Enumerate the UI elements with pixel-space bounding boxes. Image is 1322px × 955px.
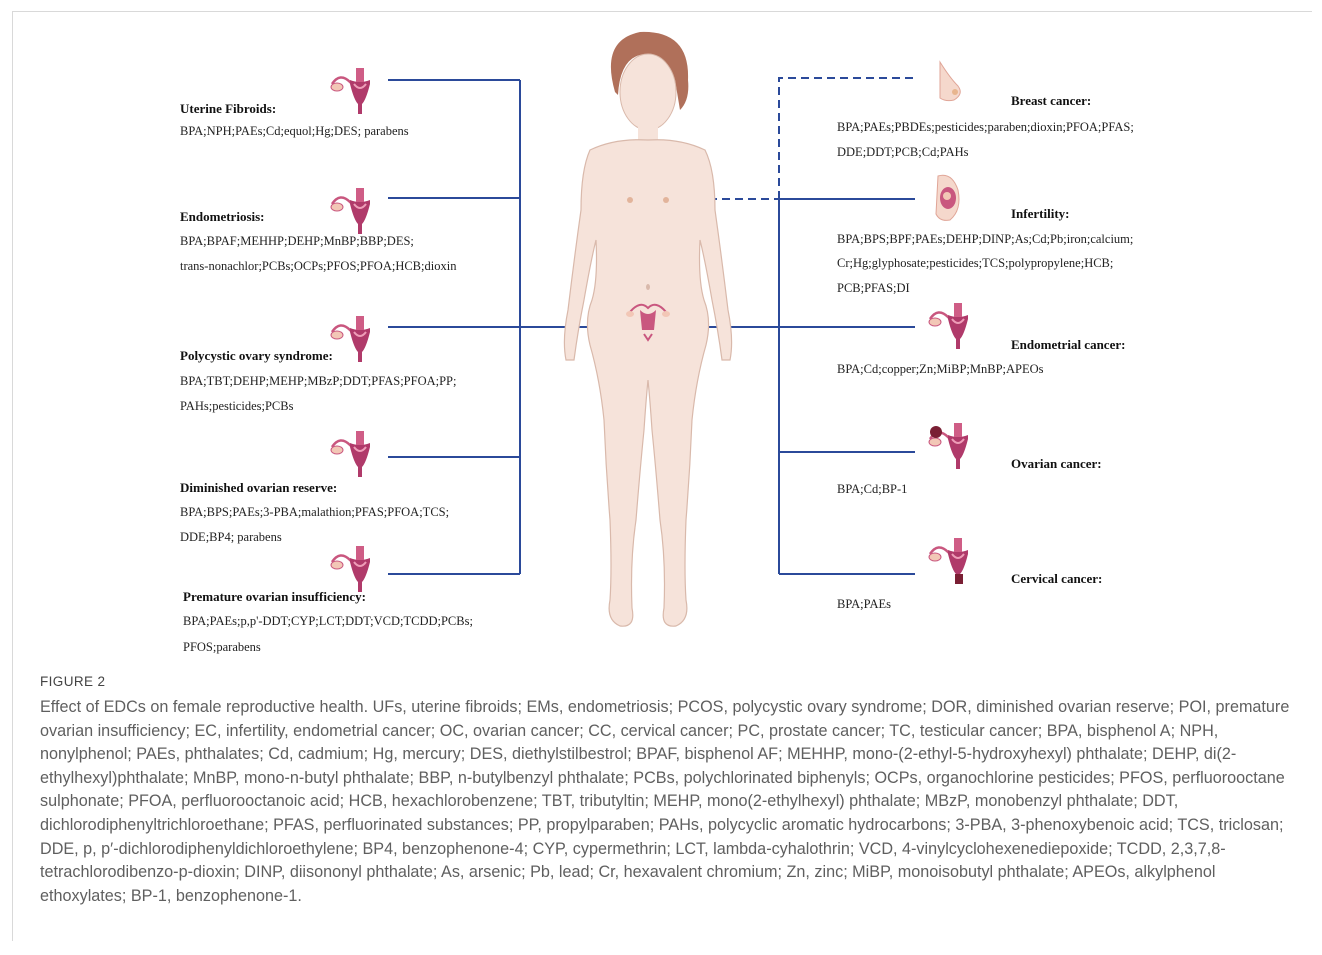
label-line: BPA;BPS;BPF;PAEs;DEHP;DINP;As;Cd;Pb;iron… [837,232,1133,246]
uterus-icon [929,303,968,349]
figure-label: FIGURE 2 [40,674,1300,689]
female-body-figure [564,32,731,626]
breast-icon [940,62,960,101]
label-line: PCB;PFAS;DI [837,281,910,295]
uterus-icon [331,68,370,114]
label-line: BPA;TBT;DEHP;MEHP;MBzP;DDT;PFAS;PFOA;PP; [180,374,456,388]
label-title: Infertility: [1011,206,1069,221]
label-line: BPA;BPAF;MEHHP;DEHP;MnBP;BBP;DES; [180,234,414,248]
uterus-icon [331,188,370,234]
uterus-icon [331,546,370,592]
right-labels: Breast cancer: BPA;PAEs;PBDEs;pesticides… [837,93,1134,611]
label-line: BPA;Cd;BP-1 [837,482,907,496]
left-labels: Uterine Fibroids: BPA;NPH;PAEs;Cd;equol;… [180,101,473,654]
label-title: Polycystic ovary syndrome: [180,348,333,363]
label-title: Uterine Fibroids: [180,101,276,116]
label-title: Ovarian cancer: [1011,456,1102,471]
uterus-icon [929,423,968,469]
pregnancy-icon [936,175,959,220]
label-line: PFOS;parabens [183,640,261,654]
label-title: Breast cancer: [1011,93,1091,108]
label-line: BPA;BPS;PAEs;3-PBA;malathion;PFAS;PFOA;T… [180,505,449,519]
label-line: BPA;PAEs;PBDEs;pesticides;paraben;dioxin… [837,120,1134,134]
label-line: DDE;DDT;PCB;Cd;PAHs [837,145,969,159]
uterus-icon [331,431,370,477]
label-title: Premature ovarian insufficiency: [183,589,366,604]
label-line: Cr;Hg;glyphosate;pesticides;TCS;polyprop… [837,256,1113,270]
uterus-icon [929,538,968,584]
label-line: DDE;BP4; parabens [180,530,282,544]
label-title: Endometrial cancer: [1011,337,1125,352]
label-line: BPA;PAEs;p,p'-DDT;CYP;LCT;DDT;VCD;TCDD;P… [183,614,473,628]
uterus-icon [331,316,370,362]
label-line: BPA;PAEs [837,597,891,611]
label-title: Diminished ovarian reserve: [180,480,337,495]
label-title: Endometriosis: [180,209,265,224]
label-line: trans-nonachlor;PCBs;OCPs;PFOS;PFOA;HCB;… [180,259,457,273]
figure-diagram: Uterine Fibroids: BPA;NPH;PAEs;Cd;equol;… [0,0,1322,665]
label-line: BPA;Cd;copper;Zn;MiBP;MnBP;APEOs [837,362,1044,376]
label-title: Cervical cancer: [1011,571,1102,586]
label-line: PAHs;pesticides;PCBs [180,399,294,413]
figure-caption: Effect of EDCs on female reproductive he… [40,696,1300,908]
label-line: BPA;NPH;PAEs;Cd;equol;Hg;DES; parabens [180,124,409,138]
